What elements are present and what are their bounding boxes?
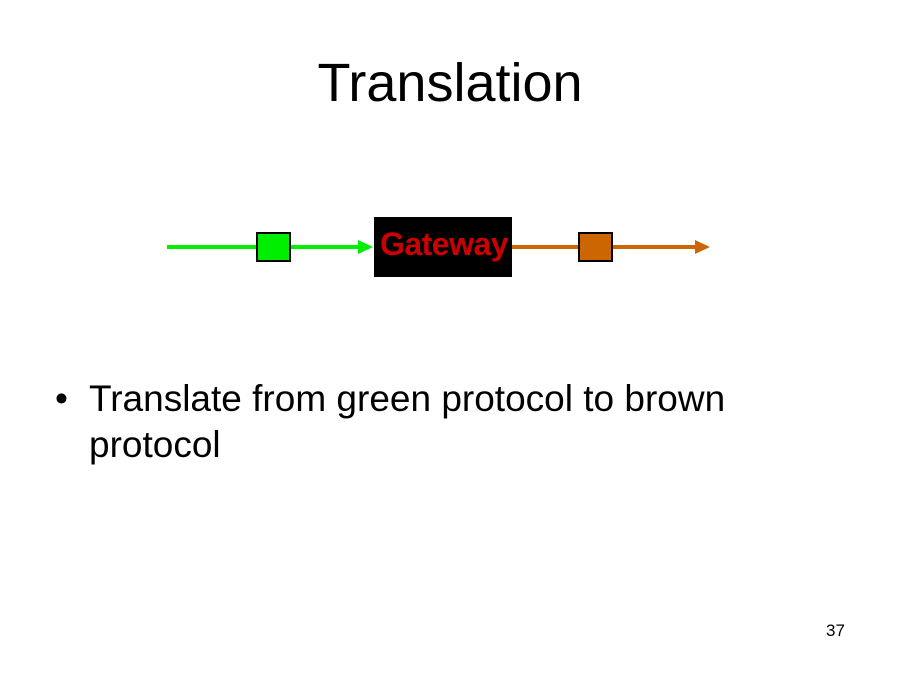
green-packet	[256, 232, 291, 262]
slide-title: Translation	[317, 53, 583, 113]
bullet-icon: •	[55, 378, 68, 419]
gateway-label: Gateway	[379, 226, 509, 262]
gateway-box	[374, 217, 512, 277]
brown-arrowhead-icon	[695, 240, 710, 254]
brown-packet	[578, 232, 613, 262]
green-arrowhead-icon	[358, 240, 373, 254]
page-number: 37	[826, 621, 845, 640]
bullet-text: Translate from green protocol to brown p…	[89, 378, 726, 465]
